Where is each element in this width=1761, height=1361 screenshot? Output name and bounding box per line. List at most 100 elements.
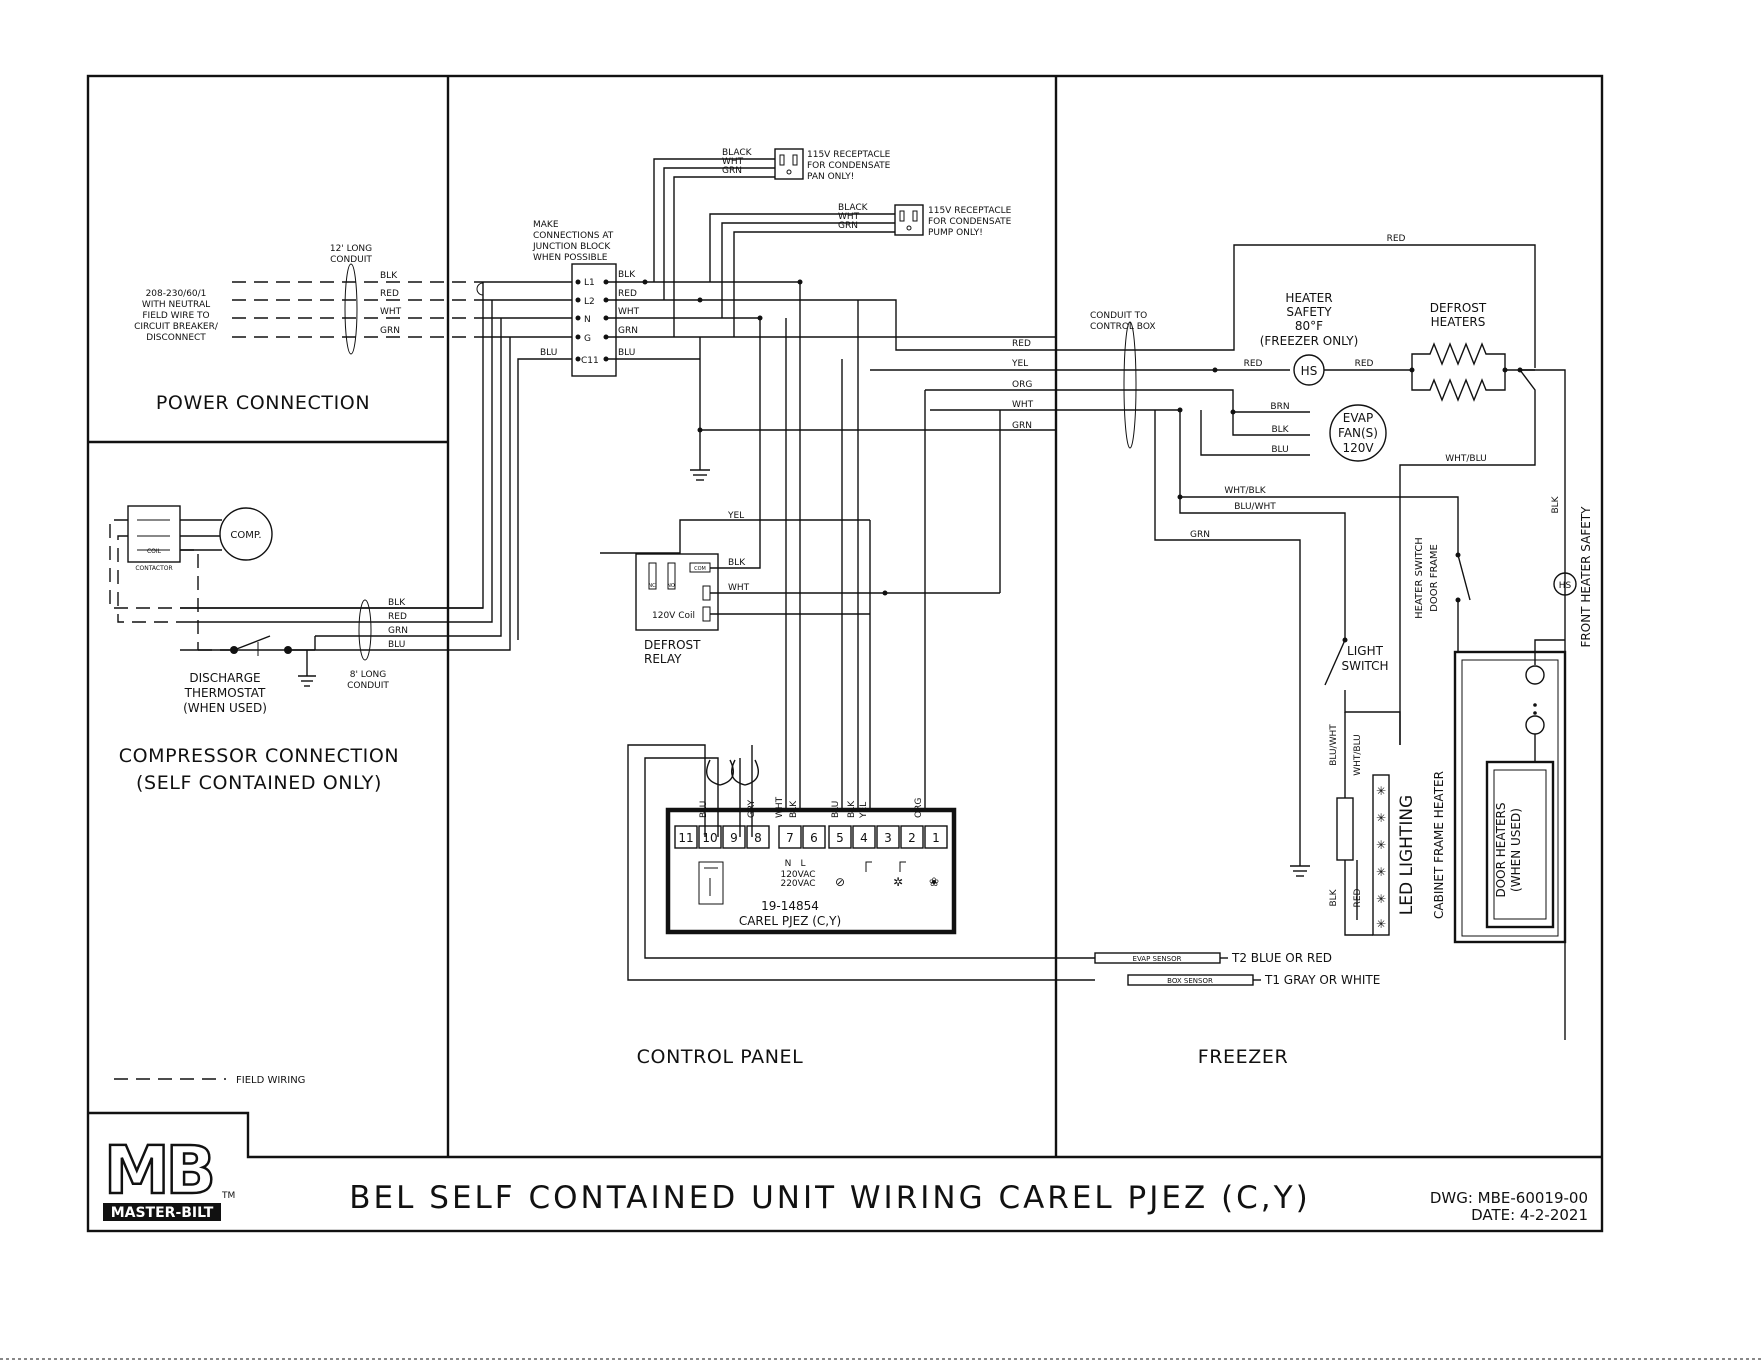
controller-wire-label: ORG (914, 798, 924, 818)
receptacle-pan-label-2: FOR CONDENSATE (807, 161, 891, 171)
controller-wire-label: BLK (789, 800, 799, 818)
led-icon: ✳ (1376, 838, 1386, 852)
junction-note-1: MAKE (533, 220, 559, 230)
logo-text: MASTER-BILT (111, 1205, 214, 1221)
controller-wire-label: BLU (699, 801, 709, 818)
front-heater-safety-label: FRONT HEATER SAFETY (1579, 506, 1593, 648)
front-blk-label: BLK (1551, 495, 1561, 513)
evap-fan (1329, 404, 1387, 462)
relay-wire-wht: WHT (728, 583, 750, 593)
compressor (219, 507, 273, 561)
hs-wire-red-1: RED (1244, 359, 1263, 369)
thermostat-label-1: DISCHARGE (189, 671, 260, 685)
controller-wire-label: WHT (775, 796, 785, 818)
controller-terminal-10: 10 (702, 831, 717, 845)
controller-terminal-2: 2 (908, 831, 916, 845)
defrost-heaters-label-1: DEFROST (1430, 301, 1487, 315)
door-frame-label: DOOR FRAME (1429, 544, 1440, 612)
control-panel-bus: YEL (600, 279, 1056, 810)
jb-out-wht: WHT (618, 307, 640, 317)
controller-name: CAREL PJEZ (C,Y) (739, 914, 841, 928)
supply-note-line-1: 208-230/60/1 (146, 289, 207, 299)
conduit-control-box-note-2: CONTROL BOX (1090, 322, 1156, 332)
receptacle-pan: BLACK WHT GRN 115V RECEPTACLE FOR CONDEN… (653, 148, 891, 337)
receptacle-pump-label-2: FOR CONDENSATE (928, 217, 1012, 227)
terminal-n: N (584, 315, 591, 325)
junction-note-3: JUNCTION BLOCK (532, 242, 611, 252)
terminal-l1: L1 (584, 278, 595, 288)
receptacle-pump-label-3: PUMP ONLY! (928, 228, 983, 238)
supply-note-line-5: DISCONNECT (146, 333, 206, 343)
comp-label: COMP. (230, 530, 261, 541)
jb-out-blk: BLK (618, 270, 636, 280)
controller-terminal-8: 8 (754, 831, 762, 845)
receptacle-pump: BLACK WHT GRN 115V RECEPTACLE FOR CONDEN… (709, 203, 1012, 337)
compressor-symbol-icon: ⊘ (835, 875, 845, 889)
evap-fan-label-1: EVAP (1343, 411, 1373, 425)
field-wire-label-grn: GRN (380, 326, 400, 336)
controller-terminal-box (722, 825, 746, 849)
fan-wire-blu: BLU (1271, 445, 1288, 455)
evap-fan-label-2: FAN(S) (1338, 426, 1378, 440)
hs-wire-red-2: RED (1355, 359, 1374, 369)
wht-blk-label: WHT/BLK (1224, 486, 1266, 496)
evap-sensor-label: EVAP SENSOR (1133, 955, 1182, 963)
led-icon: ✳ (1376, 865, 1386, 879)
power-connection-title: POWER CONNECTION (156, 392, 370, 414)
receptacle-pan-label-3: PAN ONLY! (807, 172, 854, 182)
heater-safety-label-1: HEATER (1285, 291, 1332, 305)
wht-blu-top-label: WHT/BLU (1445, 454, 1487, 464)
compressor-connection: CONTACTOR COIL COMP. BLK RED GRN BLU DIS… (109, 505, 483, 715)
front-heater-safety-hs (1553, 572, 1577, 596)
controller-terminal-box (674, 825, 698, 849)
light-switch-label-2: SWITCH (1341, 659, 1388, 673)
carel-controller: 19-14854 CAREL PJEZ (C,Y) N L 120VAC 220… (665, 807, 957, 935)
field-wire-label-blk: BLK (380, 271, 398, 281)
cp-wire-yel: YEL (727, 511, 744, 521)
led-icon: ✳ (1376, 811, 1386, 825)
front-hs-label: HS (1559, 581, 1572, 591)
controller-terminal-box (746, 825, 770, 849)
conduit-12ft-note-2: CONDUIT (330, 255, 372, 265)
fan-symbol-icon: ❀ (929, 875, 939, 889)
jb-out-red: RED (618, 289, 637, 299)
led-wire-whtblu: WHT/BLU (1353, 734, 1363, 776)
evap-sensor-note: T2 BLUE OR RED (1231, 951, 1332, 965)
led-lighting-label: LED LIGHTING (1397, 795, 1417, 915)
receptacle-pan-label-1: 115V RECEPTACLE (807, 150, 891, 160)
freezer-trunk: CONDUIT TO CONTROL BOX RED YEL ORG WHT G… (1011, 234, 1593, 1040)
trunk-org: ORG (1012, 380, 1032, 390)
controller-terminal-7: 7 (786, 831, 794, 845)
junction-block-body (571, 263, 617, 377)
heater-switch-label: HEATER SWITCH (1414, 537, 1425, 619)
field-wire-label-red: RED (380, 289, 399, 299)
relay-nc: NC (648, 583, 656, 589)
receptacle-pan-wire-grn: GRN (722, 166, 742, 176)
trunk-red: RED (1012, 339, 1031, 349)
receptacle-pan-wire-wht: WHT (722, 157, 744, 167)
top-red-label: RED (1387, 234, 1406, 244)
conduit-12ft (344, 263, 358, 355)
receptacle-pump-wire-black: BLACK (838, 203, 869, 213)
controller-terminal-box (876, 825, 900, 849)
defrost-relay-label-1: DEFROST (644, 638, 701, 652)
conduit-12ft-note-1: 12' LONG (330, 244, 372, 254)
controller-body (665, 807, 957, 935)
relay-wire-blk: BLK (728, 558, 746, 568)
terminal-l2: L2 (584, 297, 595, 307)
heater-safety-label-3: 80°F (1295, 319, 1323, 333)
led-wire-bluwht: BLU/WHT (1329, 724, 1339, 766)
heater-safety-label-4: (FREEZER ONLY) (1260, 334, 1359, 348)
controller-n-mark: N (785, 859, 792, 869)
drawing-number: DWG: MBE-60019-00 (1430, 1189, 1588, 1207)
led-icon: ✳ (1376, 784, 1386, 798)
conduit-8ft-note-1: 8' LONG (350, 670, 387, 680)
conduit-8ft-note-2: CONDUIT (347, 681, 389, 691)
trunk-yel: YEL (1011, 359, 1028, 369)
contactor (127, 505, 181, 563)
comp-wire-blu: BLU (388, 640, 405, 650)
led-wire-blk: BLK (1329, 888, 1339, 906)
controller-terminal-box (778, 825, 802, 849)
conduit-8ft (358, 599, 372, 661)
controller-voltage-1: 120VAC (780, 870, 815, 880)
